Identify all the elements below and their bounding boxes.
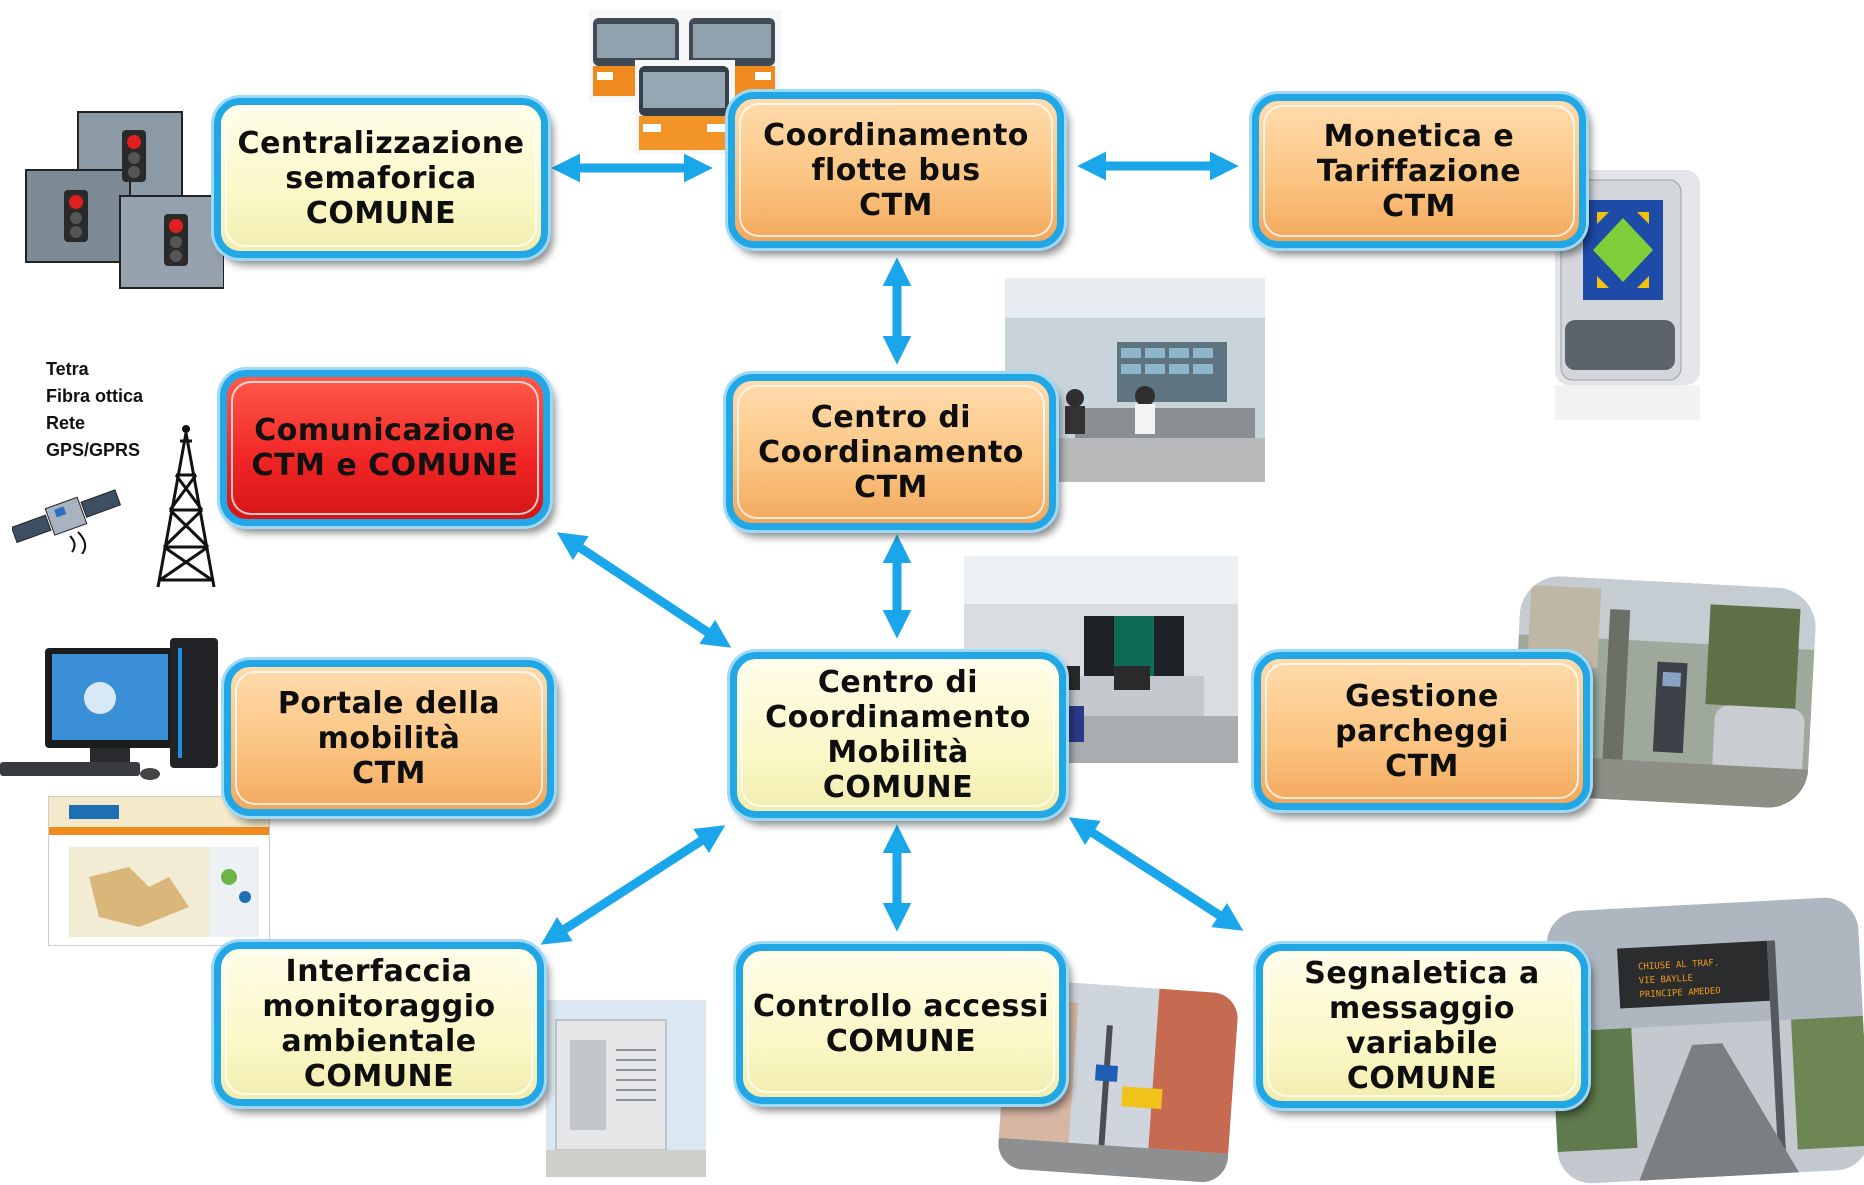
traffic-light-photo bbox=[24, 110, 224, 290]
box-controllo-accessi: Controllo accessi COMUNE bbox=[736, 944, 1066, 1104]
box-portale-mobilita: Portale della mobilità CTM bbox=[224, 660, 554, 816]
network-item: Rete bbox=[46, 413, 86, 433]
bus-photo bbox=[585, 6, 785, 156]
arrow-centro-comune-segnaletica bbox=[1068, 817, 1244, 931]
box-label: Interfaccia monitoraggio ambientale COMU… bbox=[262, 954, 496, 1094]
box-label: Centralizzazione semaforica COMUNE bbox=[237, 125, 525, 231]
web-portal-screenshot bbox=[48, 796, 270, 946]
box-label: Monetica e Tariffazione CTM bbox=[1316, 118, 1522, 224]
monitoring-cabin-photo bbox=[546, 1000, 706, 1177]
svg-text:CHIUSE AL TRAF.: CHIUSE AL TRAF. bbox=[1638, 958, 1720, 972]
ticket-validator-photo bbox=[1555, 170, 1700, 420]
box-comunicazione: Comunicazione CTM e COMUNE bbox=[220, 370, 550, 526]
box-label: Centro di Coordinamento Mobilità COMUNE bbox=[765, 665, 1031, 805]
box-interfaccia-monitoraggio: Interfaccia monitoraggio ambientale COMU… bbox=[214, 942, 544, 1106]
arrow-centro-comune-ambientale bbox=[540, 825, 726, 945]
box-label: Segnaletica a messaggio variabile COMUNE bbox=[1304, 956, 1540, 1096]
box-centro-coordinamento-ctm: Centro di Coordinamento CTM bbox=[726, 374, 1056, 530]
network-list: Tetra Fibra ottica Rete GPS/GPRS bbox=[46, 356, 143, 464]
box-label: Portale della mobilità CTM bbox=[277, 685, 501, 791]
desktop-computer-photo bbox=[0, 628, 225, 788]
svg-text:PRINCIPE AMEDEO: PRINCIPE AMEDEO bbox=[1639, 986, 1721, 1000]
radio-tower-icon bbox=[150, 415, 222, 590]
box-label: Centro di Coordinamento CTM bbox=[758, 399, 1024, 505]
box-gestione-parcheggi: Gestione parcheggi CTM bbox=[1254, 652, 1590, 810]
box-coordinamento-flotte-bus: Coordinamento flotte bus CTM bbox=[728, 92, 1064, 248]
box-monetica-tariffazione: Monetica e Tariffazione CTM bbox=[1252, 94, 1586, 248]
box-label: Controllo accessi COMUNE bbox=[752, 989, 1049, 1059]
arrow-comunicazione-centro-comune bbox=[556, 532, 732, 648]
network-item: GPS/GPRS bbox=[46, 440, 141, 460]
network-item: Fibra ottica bbox=[46, 386, 144, 406]
box-centralizzazione-semaforica: Centralizzazione semaforica COMUNE bbox=[214, 98, 548, 258]
box-segnaletica: Segnaletica a messaggio variabile COMUNE bbox=[1256, 944, 1588, 1108]
network-item: Tetra bbox=[46, 359, 89, 379]
box-label: Coordinamento flotte bus CTM bbox=[763, 117, 1029, 223]
satellite-icon bbox=[12, 484, 122, 554]
box-label: Gestione parcheggi CTM bbox=[1335, 678, 1509, 784]
svg-text:VIE BAYLLE: VIE BAYLLE bbox=[1639, 974, 1694, 987]
box-label: Comunicazione CTM e COMUNE bbox=[251, 413, 519, 483]
box-centro-coordinamento-mobilita: Centro di Coordinamento Mobilità COMUNE bbox=[730, 652, 1066, 818]
